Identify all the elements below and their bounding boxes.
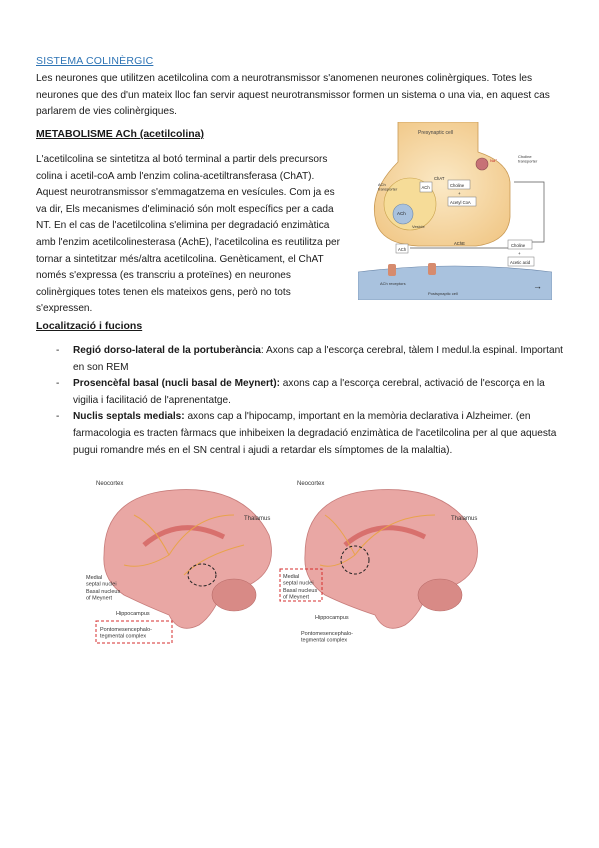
corpus-callosum-shape bbox=[343, 525, 427, 547]
list-item-term: Regió dorso-lateral de la portuberància bbox=[73, 345, 261, 356]
section-heading-metabolism: METABOLISME ACh (acetilcolina) bbox=[36, 128, 205, 140]
vesicle-shape bbox=[392, 203, 414, 225]
list-item-term: Prosencèfal basal (nucli basal de Meyner… bbox=[73, 378, 280, 390]
cerebellum-shape bbox=[211, 578, 257, 612]
list-bullet: - bbox=[56, 345, 60, 356]
choline-transporter-shape bbox=[475, 157, 489, 171]
continuation-arrow: → bbox=[533, 281, 542, 291]
vesicle-ach-label: ACh bbox=[397, 211, 406, 216]
cleft-plus-sign: + bbox=[518, 251, 521, 256]
list-item: - Prosencèfal basal (nucli basal de Meyne… bbox=[56, 376, 566, 409]
septal-highlight-circle bbox=[340, 545, 370, 575]
acetyl-coa-label: Acetyl CoA bbox=[450, 200, 471, 205]
list-item-text: axons cap a l'hipocamp, important en la … bbox=[73, 411, 557, 456]
chat-label: ChAT bbox=[434, 176, 445, 181]
na-label: Na⁺ bbox=[490, 158, 497, 163]
cleft-choline-label: Choline bbox=[511, 243, 526, 248]
page-title: SISTEMA COLINÈRGIC bbox=[36, 55, 154, 67]
list-item-term: Nuclis septals medials: bbox=[73, 411, 185, 423]
pontomes-label: Pontomesencephalo-tegmental complex bbox=[100, 627, 152, 639]
corpus-callosum-shape bbox=[142, 525, 226, 547]
list-bullet: - bbox=[56, 378, 60, 390]
presynaptic-label: Presynaptic cell bbox=[418, 130, 453, 136]
cleft-ach-box bbox=[395, 243, 409, 254]
acetyl-coa-box bbox=[447, 196, 477, 207]
hippocampus-label: Hippocampus bbox=[315, 615, 349, 621]
section-heading-localization: Localització i fucions bbox=[36, 320, 143, 332]
list-bullet: - bbox=[56, 411, 60, 423]
pontomes-label: Pontomesencephalo-tegmental complex bbox=[301, 631, 353, 643]
acetic-acid-box bbox=[507, 256, 535, 267]
cholinergic-fibers bbox=[123, 514, 245, 576]
pontine-highlight-circle bbox=[187, 563, 217, 587]
list-item-text: axons cap a l'escorça cerebral, activaci… bbox=[73, 378, 545, 406]
ach-box bbox=[419, 181, 433, 193]
ache-label: AChE bbox=[454, 241, 465, 246]
vesicle-label: Vesicle bbox=[412, 224, 425, 229]
receptor-shape-2 bbox=[428, 263, 436, 275]
metabolism-paragraph: L'acetilcolina se sintetitza al botó ter… bbox=[36, 154, 340, 315]
hippocampus-label: Hippocampus bbox=[116, 611, 150, 617]
thalamus-label: Thalamus bbox=[244, 516, 270, 522]
ach-receptors-label: ACh receptors bbox=[380, 281, 406, 286]
postsynaptic-label: Postsynaptic cell bbox=[428, 291, 458, 296]
list-item-text: : Axons cap a l'escorça cerebral, tàlem … bbox=[73, 345, 563, 373]
intro-paragraph: Les neurones que utilitzen acetilcolina … bbox=[36, 73, 550, 117]
neocortex-label: Neocortex bbox=[96, 481, 123, 487]
receptor-shape-1 bbox=[388, 264, 396, 276]
recycle-arrow bbox=[514, 181, 545, 243]
cleft-choline-box bbox=[507, 239, 533, 250]
cleft-ach-label: ACh bbox=[398, 247, 407, 252]
list-item: - Regió dorso-lateral de la portuberància… bbox=[56, 343, 566, 376]
localization-list: - Regió dorso-lateral de la portuberància… bbox=[56, 343, 566, 459]
acetic-acid-label: Acetic acid bbox=[510, 260, 531, 265]
cerebellum-shape bbox=[417, 578, 463, 612]
plus-sign: + bbox=[458, 191, 461, 196]
septal-basal-highlight-box bbox=[279, 568, 323, 602]
list-item: - Nuclis septals medials: axons cap a l'h… bbox=[56, 409, 566, 459]
thalamus-label: Thalamus bbox=[451, 516, 477, 522]
ach-box-label: ACh bbox=[422, 185, 431, 190]
choline-box-label: Choline bbox=[450, 183, 465, 188]
neocortex-label: Neocortex bbox=[297, 481, 324, 487]
pontomes-highlight-box bbox=[95, 620, 173, 644]
choline-box bbox=[447, 179, 471, 190]
